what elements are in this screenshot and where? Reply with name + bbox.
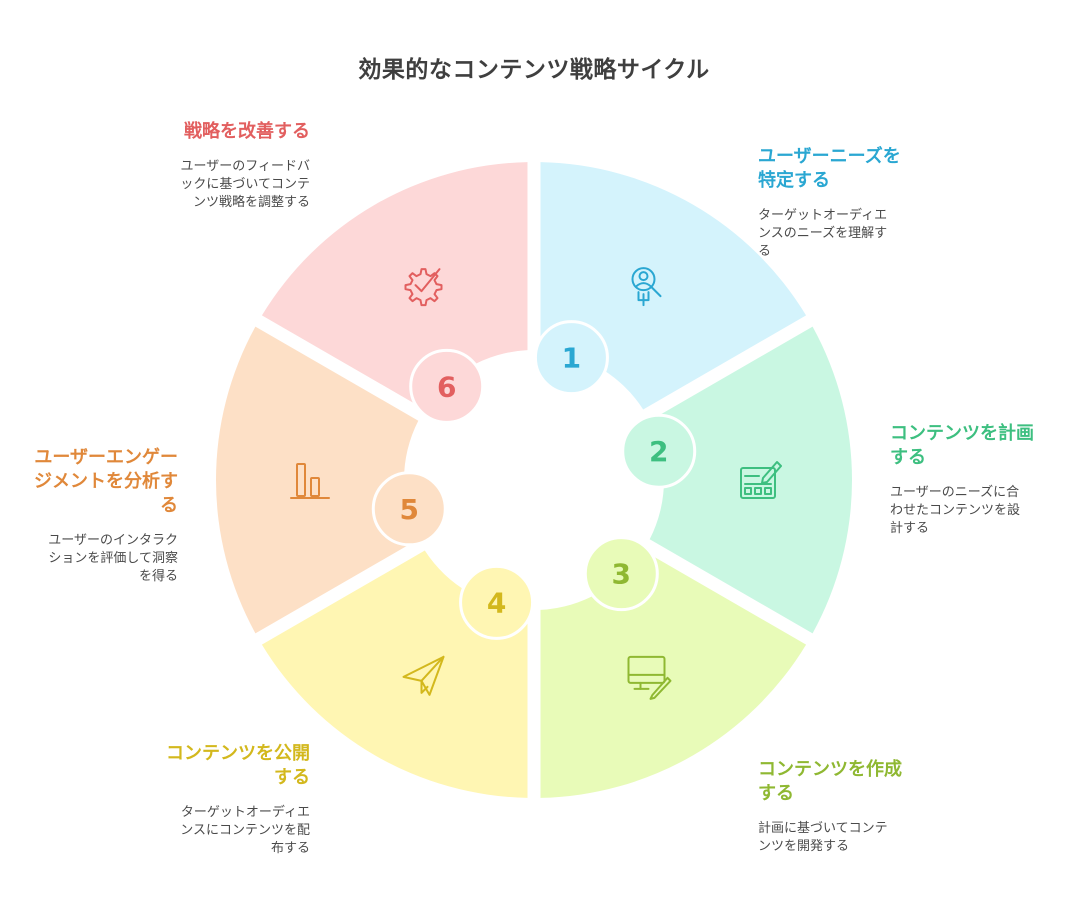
step-2-sector: [649, 326, 852, 634]
step-1-heading: ユーザーニーズを特定する: [758, 146, 901, 191]
step-2-heading: コンテンツを計画する: [890, 423, 1034, 468]
step-5-sector: [215, 326, 419, 634]
step-1-badge: 1: [533, 320, 609, 396]
gear-check-icon: [404, 268, 443, 307]
monitor-pen-icon: [627, 655, 672, 700]
step-6-sector: [261, 162, 528, 410]
step-2-badge: 2: [621, 413, 697, 489]
step-3-label: コンテンツを作成する 計画に基づいてコンテンツを開発する: [758, 758, 918, 856]
step-5-description: ユーザーのインタラクションを評価して洞察を得る: [48, 533, 178, 584]
planning-board-icon: [740, 461, 782, 499]
step-4-heading: コンテンツを公開する: [166, 743, 310, 788]
paper-plane-icon: [402, 655, 445, 696]
step-1-description: ターゲットオーディエンスのニーズを理解する: [758, 208, 888, 259]
step-6-heading: 戦略を改善する: [184, 121, 310, 142]
step-4-number: 4: [487, 586, 506, 619]
bar-chart-icon: [290, 463, 330, 499]
step-6-badge: 6: [409, 348, 485, 424]
step-5-heading: ユーザーエンゲージメントを分析する: [34, 447, 178, 516]
step-1-label: ユーザーニーズを特定する ターゲットオーディエンスのニーズを理解する: [758, 145, 918, 261]
step-3-sector: [540, 550, 807, 798]
step-3-badge: 3: [583, 536, 659, 612]
step-6-label: 戦略を改善する ユーザーのフィードバックに基づいてコンテンツ戦略を調整する: [150, 120, 310, 212]
step-2-number: 2: [649, 435, 668, 468]
step-2-label: コンテンツを計画する ユーザーのニーズに合わせたコンテンツを設計する: [890, 422, 1040, 538]
page-title: 効果的なコンテンツ戦略サイクル: [358, 57, 710, 83]
step-4-label: コンテンツを公開する ターゲットオーディエンスにコンテンツを配布する: [150, 742, 310, 858]
hub-center: [406, 352, 662, 608]
step-1-number: 1: [562, 342, 581, 375]
step-2-description: ユーザーのニーズに合わせたコンテンツを設計する: [890, 485, 1021, 536]
step-5-badge: 5: [371, 471, 447, 547]
step-3-number: 3: [612, 558, 631, 591]
user-search-icon: [631, 267, 662, 307]
step-6-number: 6: [437, 370, 456, 403]
step-5-label: ユーザーエンゲージメントを分析する ユーザーのインタラクションを評価して洞察を得…: [18, 446, 178, 586]
step-5-number: 5: [400, 493, 419, 526]
step-3-heading: コンテンツを作成する: [758, 759, 902, 804]
step-4-description: ターゲットオーディエンスにコンテンツを配布する: [180, 805, 310, 856]
step-6-description: ユーザーのフィードバックに基づいてコンテンツ戦略を調整する: [180, 159, 310, 210]
step-4-badge: 4: [459, 564, 535, 640]
step-3-description: 計画に基づいてコンテンツを開発する: [758, 821, 888, 854]
